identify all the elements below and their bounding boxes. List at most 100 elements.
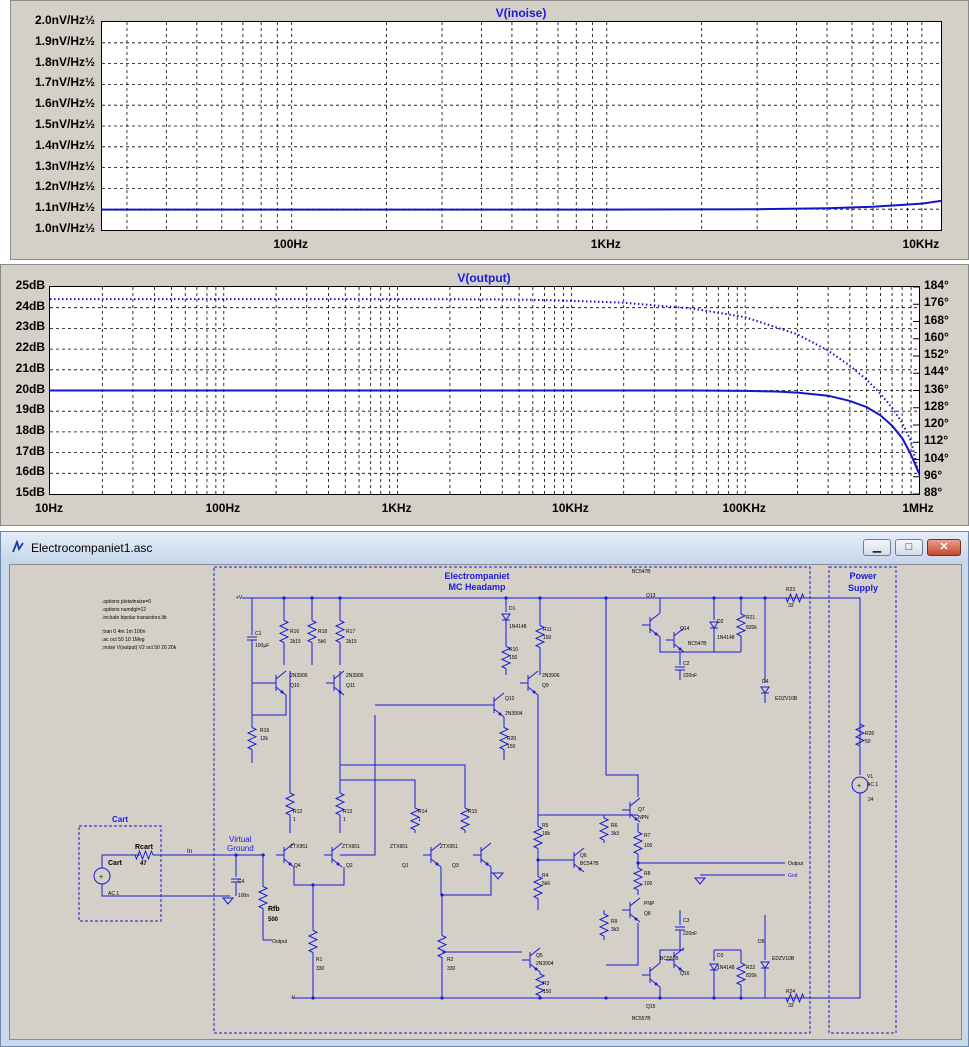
schematic-label: R1 xyxy=(316,957,323,963)
schematic-label: R11 xyxy=(543,627,552,633)
schematic-window[interactable]: Electrocompaniet1.asc ▁ □ ✕ Electrompani… xyxy=(0,531,969,1047)
schematic-label: 2N3906 xyxy=(346,673,364,679)
schematic-label: PNP xyxy=(644,901,655,907)
wire xyxy=(334,620,346,643)
wire xyxy=(278,620,290,643)
schematic-label: 50 xyxy=(865,739,871,745)
noise-plot-svg xyxy=(102,22,941,230)
output-y-tick-label: 22dB xyxy=(15,340,45,355)
schematic-label: ;tran 0 4m 1m 100n xyxy=(102,629,146,635)
schematic-label: R20 xyxy=(507,736,516,742)
wire xyxy=(459,807,471,831)
wire xyxy=(246,727,258,750)
wire xyxy=(500,646,512,669)
wire xyxy=(490,867,498,874)
ground-symbol xyxy=(221,897,235,905)
wire xyxy=(430,842,442,852)
schematic-label: + xyxy=(857,783,861,790)
schematic-label: Q8 xyxy=(644,911,651,917)
schematic-label: Q5 xyxy=(536,953,543,959)
wire xyxy=(532,826,544,849)
output-y2-tick-label: 120° xyxy=(924,416,949,430)
schematic-label: D2 xyxy=(717,619,724,625)
schematic-label: Rfb xyxy=(268,906,280,913)
maximize-button[interactable]: □ xyxy=(895,539,923,556)
output-plot-title: V(output) xyxy=(457,271,511,285)
wire xyxy=(735,613,747,637)
wire xyxy=(480,842,492,852)
schematic-label: .options plotwinsize=0 xyxy=(102,599,151,605)
output-y-tick-label: 17dB xyxy=(15,443,45,458)
output-plot-area[interactable] xyxy=(49,286,920,495)
schematic-label: Gnd xyxy=(788,873,798,879)
schematic-label: Electrompaniet xyxy=(444,571,509,581)
schematic-label: Cart xyxy=(108,860,123,867)
noise-x-tick-label: 1KHz xyxy=(590,237,621,251)
schematic-label: Output xyxy=(272,939,288,945)
transistor-arrow xyxy=(280,690,284,694)
output-y2-tick-label: 176° xyxy=(924,295,949,310)
schematic-label: ZTX951 xyxy=(290,844,308,850)
wire xyxy=(331,842,343,852)
output-y2-tick-label: 88° xyxy=(924,485,943,499)
headamp-box xyxy=(213,566,811,1034)
schematic-label: 2k15 xyxy=(290,639,301,645)
junction-dot xyxy=(712,596,716,600)
transistor-arrow xyxy=(534,967,538,971)
schematic-label: ZTX951 xyxy=(390,844,408,850)
schematic-label: AC 1 xyxy=(867,782,878,788)
wire xyxy=(534,625,546,648)
noise-plot-area[interactable] xyxy=(101,21,942,231)
wire xyxy=(307,930,319,953)
output-phase-line xyxy=(50,298,919,475)
wire xyxy=(632,831,644,855)
wire xyxy=(785,592,805,604)
schematic-label: Q14 xyxy=(680,626,690,632)
window-titlebar[interactable]: Electrocompaniet1.asc ▁ □ ✕ xyxy=(1,532,968,564)
schematic-label: R23 xyxy=(786,587,795,593)
transistor-arrow xyxy=(654,632,658,636)
wire xyxy=(529,947,541,957)
schematic-label: R7 xyxy=(644,833,651,839)
output-x-tick-label: 10Hz xyxy=(34,501,64,515)
schematic-label: BC547B xyxy=(580,861,599,867)
schematic-label: V1 xyxy=(867,774,873,780)
output-y2-tick-label: 104° xyxy=(924,450,949,465)
schematic-label: -V xyxy=(290,995,296,1001)
schematic-label: In xyxy=(187,849,192,855)
schematic-label: 5k6 xyxy=(318,639,326,645)
transistor-arrow xyxy=(578,867,582,871)
schematic-label: Q7 xyxy=(638,807,645,813)
schematic-label: R9 xyxy=(611,919,618,925)
diode-symbol xyxy=(760,961,770,969)
noise-plot-title: V(inoise) xyxy=(495,6,547,20)
close-button[interactable]: ✕ xyxy=(927,539,961,556)
junction-dot xyxy=(739,596,743,600)
schematic-label: D3 xyxy=(717,953,724,959)
wire xyxy=(815,793,861,999)
junction-dot xyxy=(440,893,444,897)
schematic-label: D5 xyxy=(758,939,765,945)
schematic-label: 33 xyxy=(788,1003,794,1009)
wire xyxy=(409,807,421,831)
output-y-tick-label: 23dB xyxy=(15,319,45,334)
schematic-label: 18k xyxy=(542,831,551,837)
wire xyxy=(275,670,287,680)
minimize-button[interactable]: ▁ xyxy=(863,539,891,556)
schematic-label: R2 xyxy=(447,957,454,963)
schematic-label: Rcart xyxy=(135,844,154,851)
schematic-label: Q6 xyxy=(580,853,587,859)
noise-y-tick-label: 1.0nV/Hz½ xyxy=(34,221,95,235)
schematic-label: D1 xyxy=(509,606,516,612)
transistor-arrow xyxy=(678,647,682,651)
wire xyxy=(333,670,345,680)
ground-symbol xyxy=(491,872,505,880)
wire xyxy=(340,764,466,805)
output-x-tick-label: 100KHz xyxy=(722,501,766,515)
schematic-label: R5 xyxy=(542,823,549,829)
schematic-label: Q9 xyxy=(542,683,549,689)
schematic-label: R4 xyxy=(542,873,549,879)
